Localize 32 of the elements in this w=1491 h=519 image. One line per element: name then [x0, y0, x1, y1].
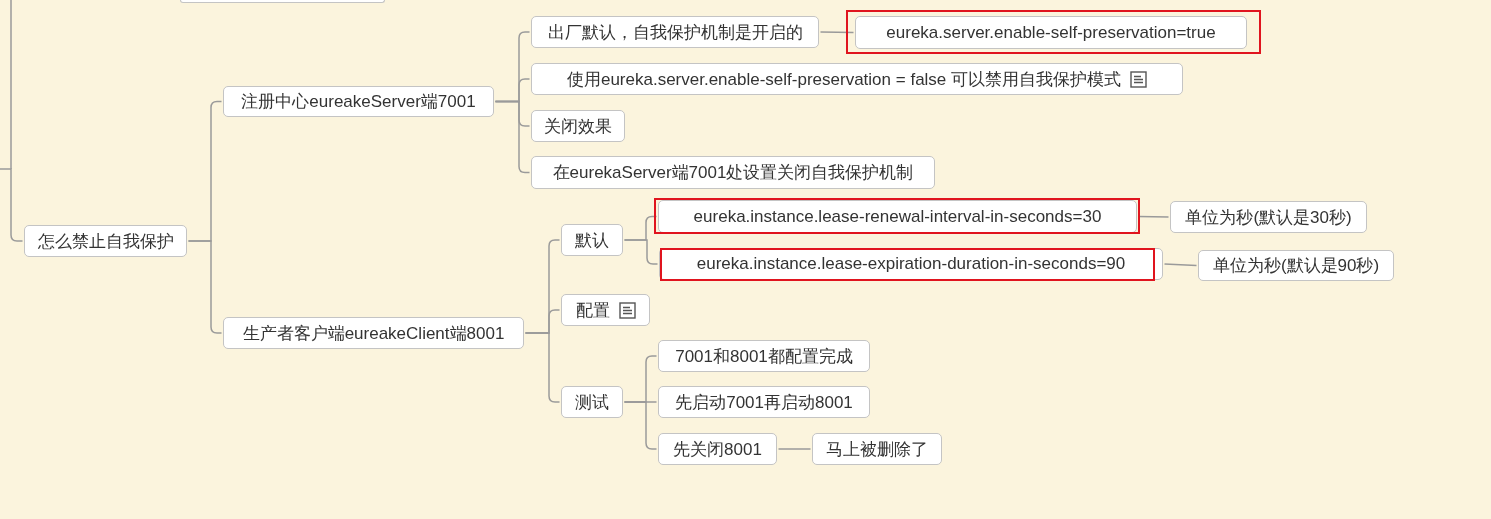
- topic-box: 注册中心eureakeServer端7001: [223, 86, 494, 117]
- topic-text: 配置: [575, 299, 610, 322]
- topic-box: 单位为秒(默认是30秒): [1170, 201, 1367, 233]
- connector-line: [0, 168, 24, 242]
- topic-box: [531, 63, 1183, 95]
- topic-box: 单位为秒(默认是90秒): [1198, 250, 1394, 281]
- connector-line: [623, 401, 658, 450]
- connector-line: [1137, 215, 1170, 218]
- topic-text: 使用eureka.server.enable-self-preservation = false 可以禁用自我保护模式: [566, 68, 1122, 91]
- topic-box: 先关闭8001: [658, 433, 777, 465]
- topic-box: eureka.server.enable-self-preservation=true: [855, 16, 1247, 49]
- topic-box: 在eurekaServer端7001处设置关闭自我保护机制: [531, 156, 935, 189]
- topic-box: 7001和8001都配置完成: [658, 340, 870, 372]
- topic-box: 测试: [561, 386, 623, 418]
- topic-box: 默认: [561, 224, 623, 256]
- connector-line: [1163, 263, 1198, 267]
- topic-box: 出厂默认，自我保护机制是开启的: [531, 16, 819, 48]
- topic-box: 马上被删除了: [812, 433, 942, 465]
- connector-line: [777, 448, 812, 450]
- topic-box: 怎么禁止自我保护: [24, 225, 187, 257]
- connector-line: [187, 240, 223, 334]
- connector-line: [494, 100, 531, 174]
- connector-line: [623, 239, 659, 265]
- connector-line: [819, 31, 855, 34]
- topic-box: [180, 0, 385, 3]
- topic-box: 生产者客户端eureakeClient端8001: [223, 317, 524, 349]
- topic-box: 先启动7001再启动8001: [658, 386, 870, 418]
- connector-line: [524, 332, 561, 403]
- topic-box: eureka.instance.lease-expiration-duration-in-seconds=90: [659, 248, 1163, 280]
- topic-box: eureka.instance.lease-renewal-interval-in-seconds=30: [658, 200, 1137, 233]
- topic-box: 关闭效果: [531, 110, 625, 142]
- topic-box: [561, 294, 650, 326]
